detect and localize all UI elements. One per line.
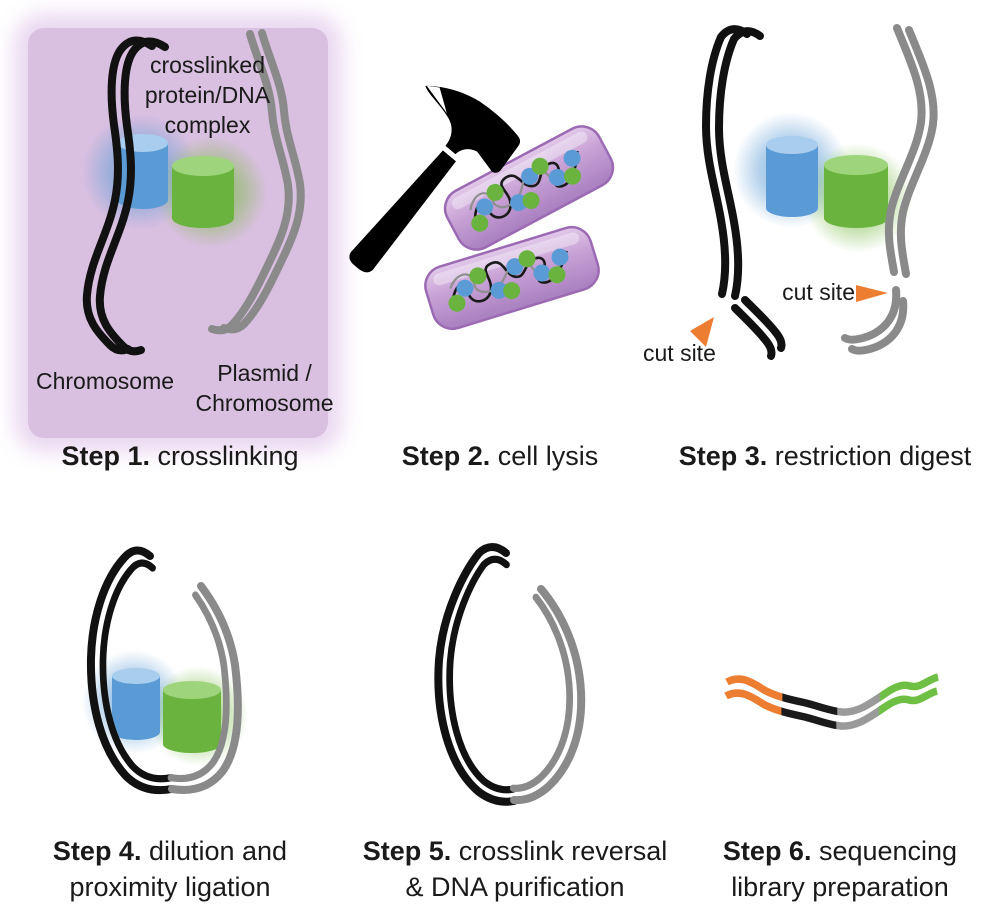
step5-caption: Step 5. crosslink reversal & DNA purific… xyxy=(350,833,680,905)
step3-caption-label: restriction digest xyxy=(767,441,972,471)
step2-caption-number: Step 2. xyxy=(401,441,491,471)
green-protein-cylinder xyxy=(172,156,234,228)
step2-caption-label: cell lysis xyxy=(490,441,599,471)
step3-caption: Step 3. restriction digest xyxy=(650,438,1000,474)
purified-plasmid-arc xyxy=(509,585,586,805)
step6-caption-label: sequencing library preparation xyxy=(731,836,958,902)
step2-art xyxy=(349,85,615,331)
step4-caption: Step 4. dilution and proximity ligation xyxy=(25,833,315,905)
crosslinked-complex-label: crosslinked protein/DNA complex xyxy=(144,52,271,138)
ligated-chromosome-arc xyxy=(86,546,176,795)
blue-protein-cylinder xyxy=(112,668,160,740)
step1-caption-number: Step 1. xyxy=(61,441,150,471)
green-protein-cylinder xyxy=(163,681,221,753)
chromosome-strand-cut xyxy=(702,25,786,360)
blue-protein-cylinder xyxy=(766,136,818,217)
step1-art xyxy=(82,29,305,356)
lysed-cell-lower xyxy=(424,225,600,331)
plasmid-chromosome-label: Plasmid / Chromosome xyxy=(195,360,334,416)
step5-art xyxy=(434,543,586,806)
green-protein-cylinder xyxy=(824,155,888,228)
cut-site-label-right: cut site xyxy=(782,279,855,305)
plasmid-strand-cut xyxy=(841,24,938,355)
step4-caption-number: Step 4. xyxy=(52,836,142,866)
chromosome-strand xyxy=(82,36,169,356)
cut-site-label-left: cut site xyxy=(643,340,716,366)
step4-caption-label: dilution and proximity ligation xyxy=(69,836,288,902)
step6-art xyxy=(725,673,940,726)
purified-chromosome-arc xyxy=(434,543,518,806)
step1-caption: Step 1. crosslinking xyxy=(25,438,335,474)
step3-caption-number: Step 3. xyxy=(678,441,768,471)
step5-caption-label: crosslink reversal & DNA purification xyxy=(405,836,668,902)
chromosome-label: Chromosome xyxy=(35,368,175,394)
step5-caption-number: Step 5. xyxy=(362,836,452,866)
plasmid-strand xyxy=(208,29,305,335)
step3-art xyxy=(690,24,938,360)
hammer-icon xyxy=(349,85,521,273)
cut-site-arrow-icon-right xyxy=(856,285,888,302)
step6-caption-number: Step 6. xyxy=(722,836,812,866)
ligated-plasmid-arc xyxy=(167,582,242,794)
library-fragment-strand-top xyxy=(725,673,940,716)
lysed-cell-upper xyxy=(443,125,615,251)
step4-art xyxy=(82,546,248,795)
step6-caption: Step 6. sequencing library preparation xyxy=(695,833,985,905)
step1-caption-label: crosslinking xyxy=(149,441,299,471)
step2-caption: Step 2. cell lysis xyxy=(360,438,640,474)
cut-site-arrow-icon-left xyxy=(690,317,714,347)
